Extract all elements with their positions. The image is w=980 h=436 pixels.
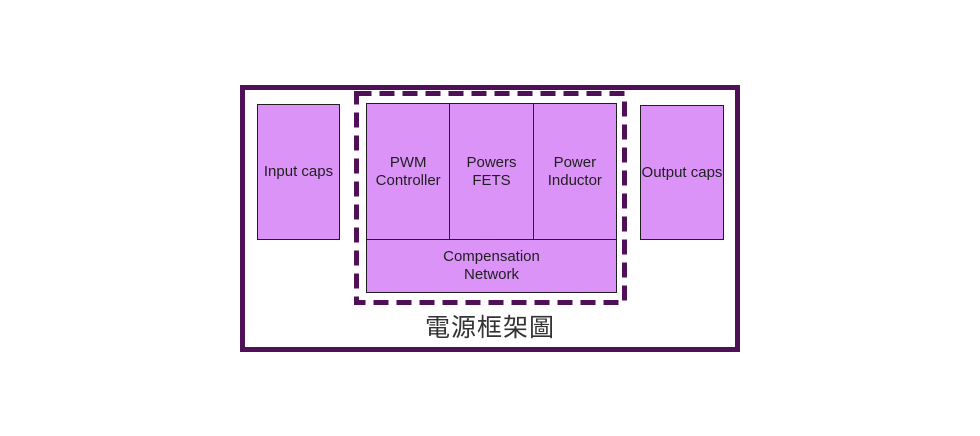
pwm-controller-block: PWM Controller bbox=[367, 104, 450, 239]
power-fets-label: Powers FETS bbox=[466, 153, 517, 189]
power-inductor-block: Power Inductor bbox=[533, 104, 616, 239]
compensation-network-block: Compensation Network bbox=[367, 240, 616, 292]
output-caps-label: Output caps bbox=[641, 163, 723, 181]
output-caps-block: Output caps bbox=[640, 105, 724, 240]
power-fets-block: Powers FETS bbox=[450, 104, 533, 239]
regulator-module-group: PWM Controller Powers FETS Power Inducto… bbox=[354, 91, 627, 305]
input-caps-label: Input caps bbox=[263, 163, 334, 180]
regulator-blocks-grid: PWM Controller Powers FETS Power Inducto… bbox=[366, 103, 617, 293]
power-supply-frame: Input caps PWM Controller Powers FETS Po… bbox=[240, 85, 740, 352]
pwm-controller-label: PWM Controller bbox=[375, 153, 441, 189]
compensation-network-label: Compensation Network bbox=[443, 248, 540, 283]
diagram-title: 電源框架圖 bbox=[424, 314, 555, 342]
input-caps-block: Input caps bbox=[257, 104, 340, 240]
dashed-border bbox=[354, 91, 627, 305]
power-inductor-label: Power Inductor bbox=[547, 153, 602, 189]
